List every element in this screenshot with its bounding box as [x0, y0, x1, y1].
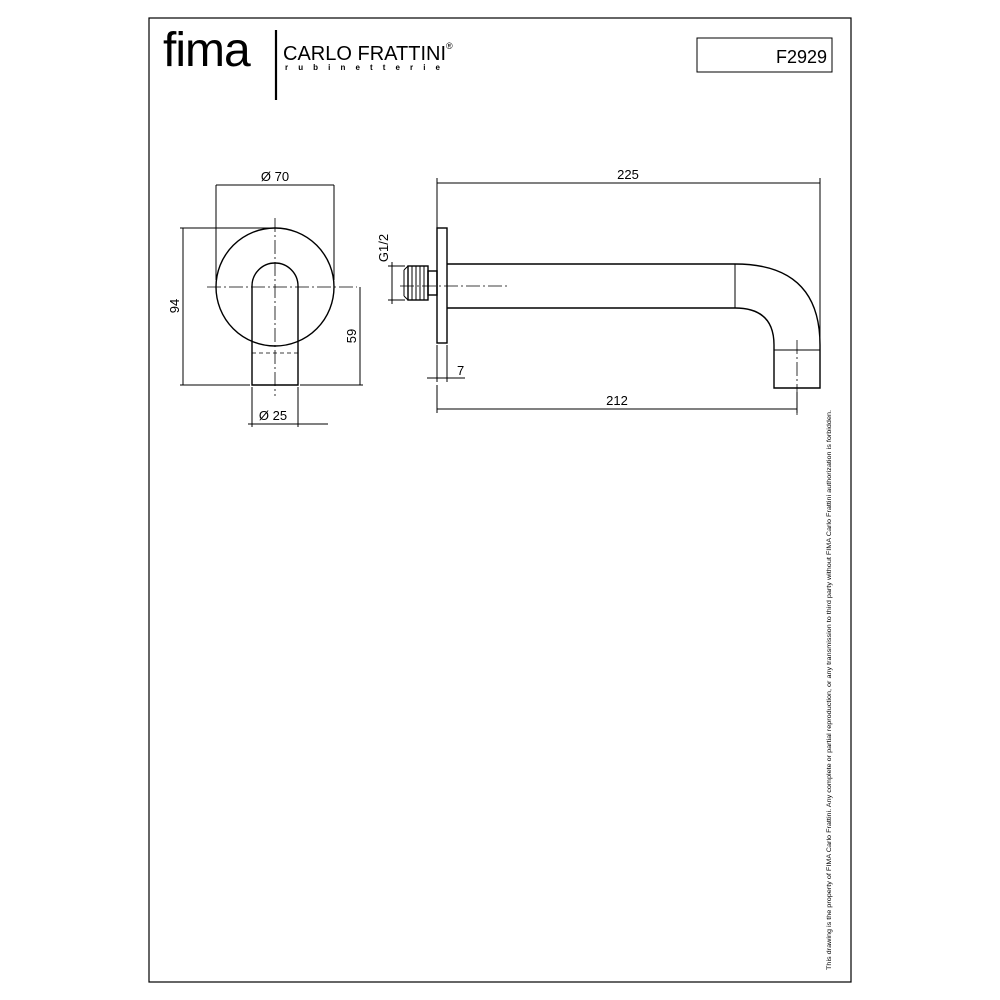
- front-view: Ø 70 94 59 Ø 25: [167, 169, 363, 427]
- product-code: F2929: [776, 47, 827, 67]
- logo-registered-mark: ®: [446, 41, 453, 51]
- logo-name-text: CARLO FRATTINI: [283, 43, 446, 65]
- dim-flange-diameter: Ø 70: [261, 169, 289, 184]
- logo-sub-text: rubinetterie: [285, 63, 443, 72]
- copyright-notice: This drawing is the property of FIMA Car…: [826, 410, 833, 970]
- side-spout-outline: [447, 263, 821, 389]
- logo-brand-text: fima: [163, 24, 251, 77]
- brand-logo: fima CARLO FRATTINI ® rubinetterie: [163, 24, 453, 100]
- dim-total-length: 225: [617, 167, 639, 182]
- code-box-frame: [696, 37, 833, 73]
- sheet-border: [148, 17, 852, 983]
- dim-projection: 212: [606, 393, 628, 408]
- dim-spout-diameter: Ø 25: [259, 408, 287, 423]
- dim-thread: G1/2: [376, 234, 391, 262]
- front-spout-outline: [251, 262, 299, 386]
- side-view: 225 G1/2 7 212: [376, 167, 821, 415]
- side-threaded-connector: [403, 265, 438, 301]
- dim-height: 94: [167, 299, 182, 313]
- dim-outlet-height: 59: [344, 329, 359, 343]
- code-box: F2929: [696, 37, 833, 73]
- dim-flange-thickness: 7: [457, 363, 464, 378]
- side-flange-plate: [436, 227, 448, 344]
